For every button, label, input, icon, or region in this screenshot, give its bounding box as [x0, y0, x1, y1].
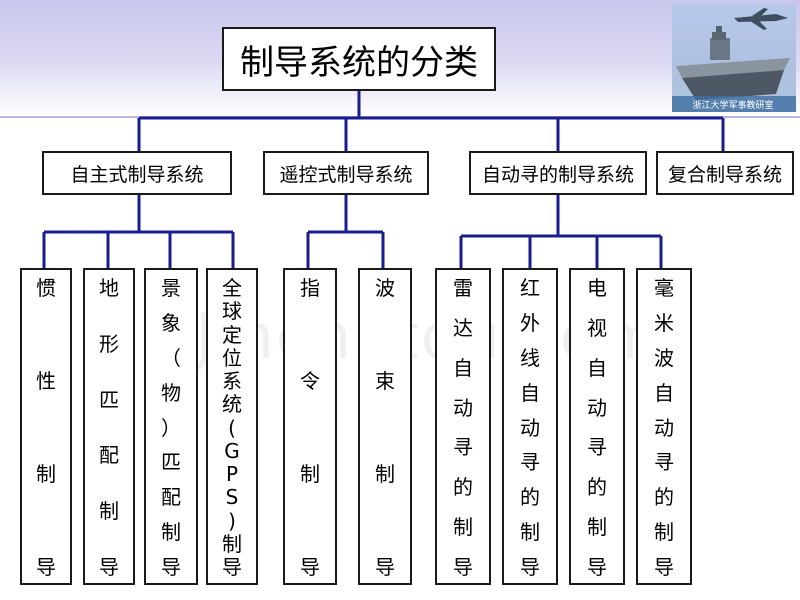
leaf-char: 动 [587, 395, 607, 420]
leaf-char: 制 [161, 520, 181, 545]
category-label: 自动寻的制导系统 [481, 163, 634, 186]
leaf-char: 米 [654, 310, 674, 335]
leaf-char: 制 [453, 515, 473, 540]
leaf-char: 导 [520, 555, 540, 579]
leaf-char: 物 [161, 380, 181, 405]
leaf-char: 定 [222, 322, 242, 347]
leaf-mmwave-homing: 毫米波自动寻的制导 [636, 268, 692, 585]
leaf-char: 导 [99, 554, 119, 579]
leaf-char: S [225, 485, 239, 510]
leaf-char: 雷 [453, 276, 473, 300]
leaf-char: 制 [375, 462, 395, 486]
leaf-char: 波 [654, 345, 674, 370]
leaf-terrain-matching: 地形匹配制导 [83, 268, 135, 585]
leaf-char: 制 [222, 531, 242, 556]
category-label: 遥控式制导系统 [279, 163, 413, 186]
leaf-char: P [225, 462, 239, 486]
leaf-char: 制 [99, 499, 119, 524]
leaf-inertial: 惯性制导 [20, 268, 72, 585]
leaf-char: 的 [587, 475, 607, 500]
leaf-char: 自 [654, 380, 674, 405]
leaf-char: 制 [587, 515, 607, 540]
leaf-char: ） [161, 415, 181, 440]
leaf-char: （ [161, 345, 181, 370]
leaf-char: 动 [654, 415, 674, 440]
leaf-char: ( [228, 415, 236, 440]
leaf-char: 红 [520, 276, 540, 300]
leaf-char: 系 [222, 369, 242, 393]
leaf-char: 自 [453, 355, 473, 380]
leaf-char: 全 [222, 276, 242, 300]
leaf-tv-homing: 电视自动寻的制导 [569, 268, 625, 585]
leaf-scene-matching: 景象 （ 物 ） 匹配制导 [144, 268, 198, 585]
title-box: 制导系统的分类 [222, 27, 496, 91]
leaf-char: 毫 [654, 276, 674, 300]
leaf-char: 制 [520, 520, 540, 545]
logo-caption: 浙江大学军事教研室 [692, 101, 774, 111]
leaf-char: 寻 [587, 435, 607, 460]
leaf-char: 动 [520, 415, 540, 440]
leaf-char: 制 [36, 462, 56, 486]
leaf-char: 导 [36, 555, 56, 579]
category-homing: 自动寻的制导系统 [469, 151, 647, 195]
leaf-char: 制 [300, 462, 320, 486]
leaf-char: G [224, 438, 240, 463]
title: 制导系统的分类 [240, 42, 478, 83]
leaf-char: 的 [654, 485, 674, 510]
leaf-char: 导 [222, 555, 242, 579]
leaf-char: 导 [375, 555, 395, 579]
leaf-char: 位 [222, 345, 242, 370]
category-label: 复合制导系统 [667, 163, 782, 186]
leaf-char: 令 [300, 369, 320, 393]
aircraft-carrier-logo [672, 4, 796, 112]
leaf-command: 指令制导 [283, 268, 337, 585]
leaf-char: 统 [222, 392, 242, 417]
leaf-infrared-homing: 红外线自动寻的制导 [502, 268, 558, 585]
leaf-char: 景 [161, 276, 181, 300]
leaf-char: 动 [453, 395, 473, 420]
leaf-char: 自 [587, 355, 607, 380]
leaf-beam-riding: 波束制导 [358, 268, 412, 585]
leaf-char: 束 [375, 369, 395, 393]
leaf-char: 制 [654, 520, 674, 545]
category-compound: 复合制导系统 [656, 151, 794, 195]
leaf-char: 性 [36, 369, 56, 393]
leaf-char: 导 [300, 555, 320, 579]
leaf-char: 象 [161, 310, 181, 335]
leaf-char: ) [228, 508, 236, 533]
leaf-char: 外 [520, 310, 540, 335]
leaf-char: 导 [587, 554, 607, 579]
leaf-char: 匹 [161, 450, 181, 475]
leaf-char: 波 [375, 276, 395, 300]
leaf-char: 导 [654, 555, 674, 579]
category-autonomous: 自主式制导系统 [42, 151, 232, 195]
category-label: 自主式制导系统 [70, 163, 204, 186]
leaf-char: 自 [520, 380, 540, 405]
leaf-char: 达 [453, 315, 473, 340]
leaf-char: 惯 [36, 276, 56, 300]
leaf-char: 指 [300, 276, 320, 300]
leaf-char: 的 [453, 475, 473, 500]
leaf-char: 配 [161, 485, 181, 510]
leaf-char: 寻 [453, 435, 473, 460]
leaf-char: 视 [587, 315, 607, 340]
leaf-char: 球 [222, 299, 242, 324]
leaf-char: 配 [99, 443, 119, 468]
category-remote-control: 遥控式制导系统 [263, 151, 429, 195]
leaf-char: 匹 [99, 387, 119, 412]
leaf-char: 电 [587, 276, 607, 300]
leaf-char: 寻 [520, 450, 540, 475]
leaf-char: 导 [453, 554, 473, 579]
leaf-char: 地 [99, 276, 119, 300]
leaf-char: 形 [99, 331, 119, 356]
leaf-radar-homing: 雷达自动寻的制导 [435, 268, 491, 585]
leaf-char: 寻 [654, 450, 674, 475]
leaf-char: 线 [520, 345, 540, 370]
leaf-char: 的 [520, 485, 540, 510]
leaf-char: 导 [161, 555, 181, 579]
